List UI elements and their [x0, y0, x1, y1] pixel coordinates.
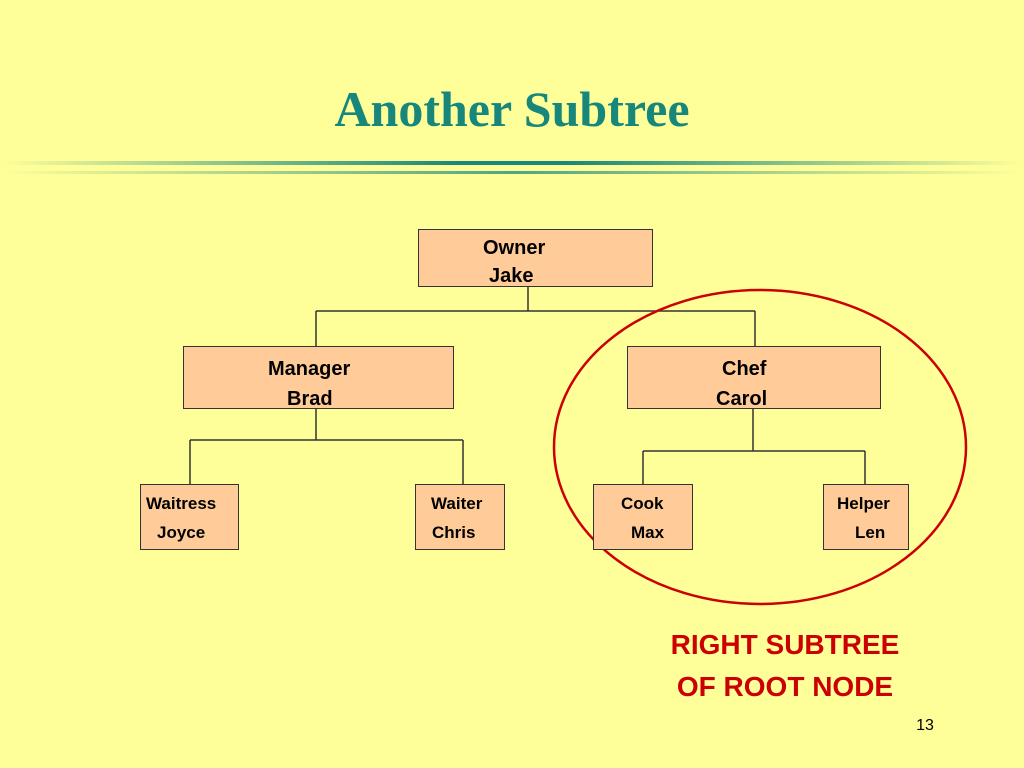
tree-node-waiter: Waiter Chris	[415, 484, 505, 550]
node-role: Manager	[268, 358, 351, 380]
tree-node-chef: Chef Carol	[627, 346, 881, 410]
annotation-line-2: OF ROOT NODE	[676, 671, 894, 702]
title-divider	[0, 161, 1024, 165]
node-role: Cook	[621, 494, 664, 513]
node-name: Jake	[489, 265, 534, 287]
tree-node-helper: Helper Len	[823, 484, 909, 550]
node-role: Waitress	[146, 494, 217, 513]
tree-node-waitress: Waitress Joyce	[140, 484, 239, 550]
node-name: Brad	[287, 388, 333, 410]
node-name: Len	[855, 523, 886, 542]
node-name: Max	[631, 523, 665, 542]
node-role: Helper	[837, 494, 890, 513]
node-name: Carol	[716, 388, 768, 410]
right-subtree-highlight-ellipse	[552, 288, 968, 606]
tree-node-root: Owner Jake	[418, 229, 653, 287]
page-number: 13	[916, 717, 934, 734]
node-name: Joyce	[157, 523, 206, 542]
slide-title: Another Subtree	[334, 81, 690, 137]
title-divider-thin	[0, 171, 1024, 174]
node-role: Waiter	[431, 494, 483, 513]
tree-node-cook: Cook Max	[593, 484, 693, 550]
subtree-annotation: RIGHT SUBTREE OF ROOT NODE	[600, 624, 970, 708]
node-name: Chris	[432, 523, 476, 542]
node-role: Owner	[483, 237, 546, 259]
annotation-line-1: RIGHT SUBTREE	[670, 629, 900, 660]
node-role: Chef	[722, 358, 767, 380]
tree-node-manager: Manager Brad	[183, 346, 454, 410]
